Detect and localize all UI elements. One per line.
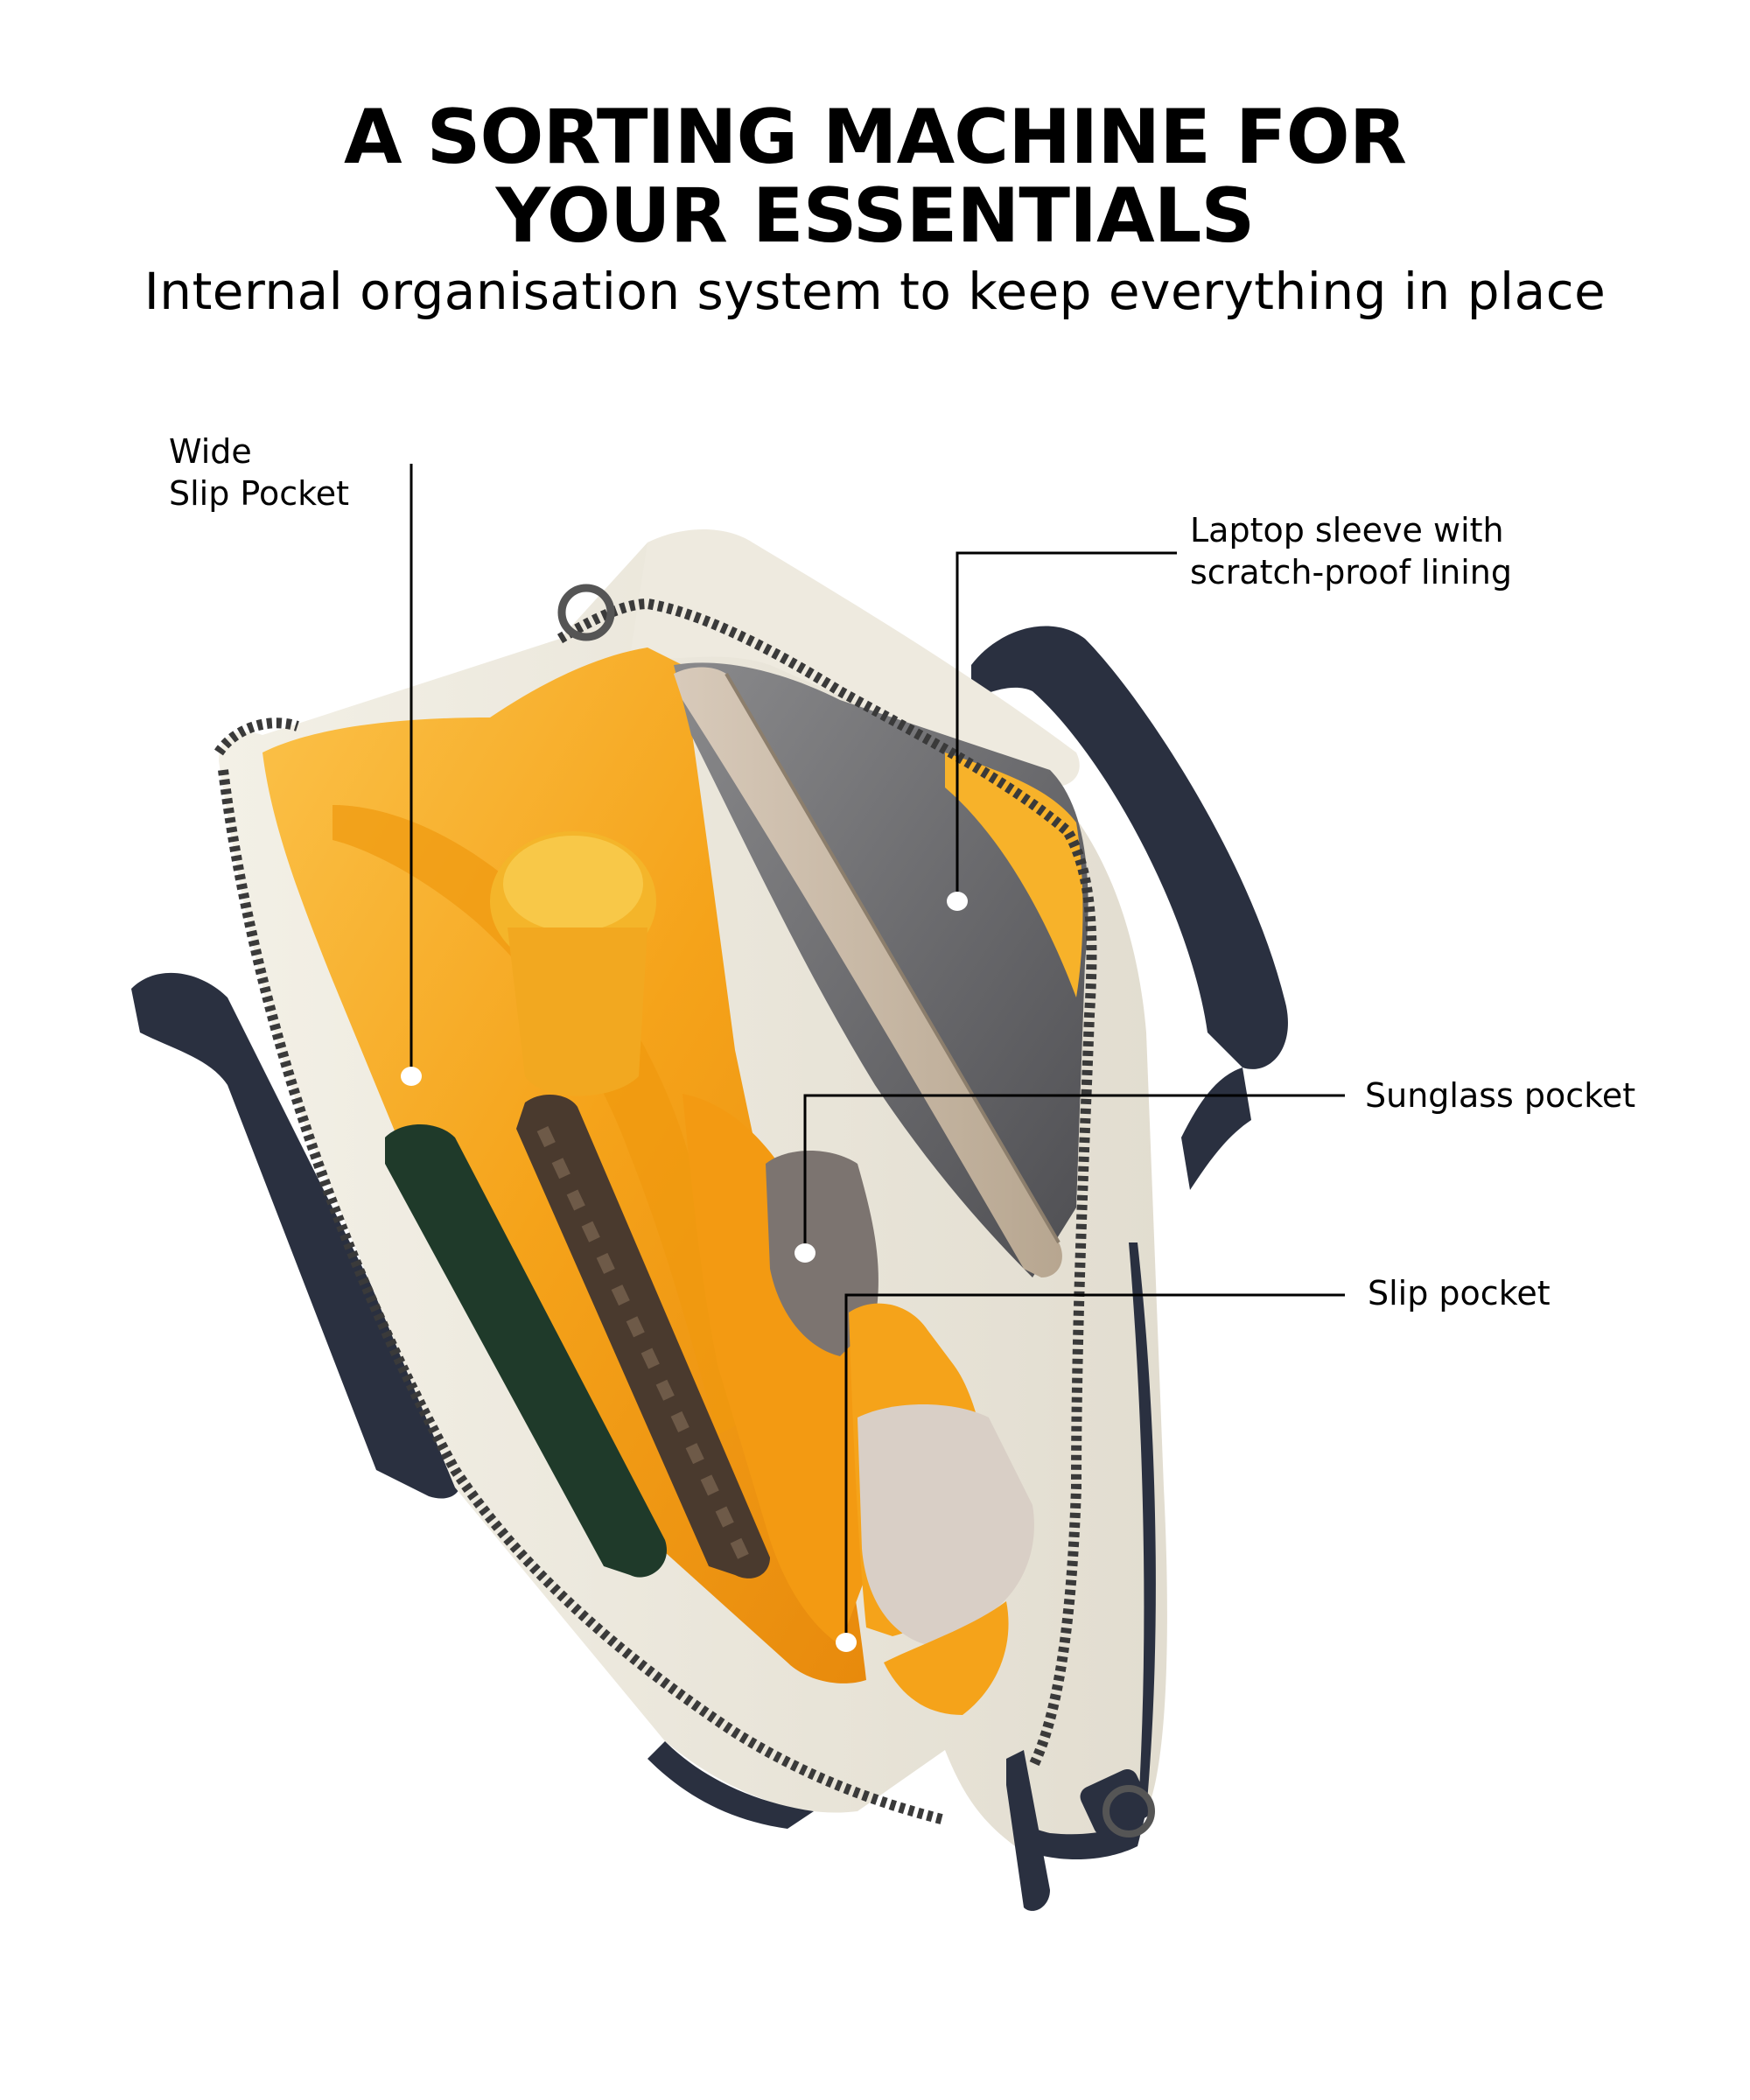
title-line-2: YOUR ESSENTIALS [495,172,1256,260]
callout-line: Slip Pocket [169,474,350,513]
umbrella [385,1124,667,1578]
callout-line: Slip pocket [1368,1274,1550,1312]
callout-line: scratch-proof lining [1190,553,1513,592]
callout-slip-pocket: Slip pocket [1368,1272,1550,1314]
title-line-1: A SORTING MACHINE FOR [343,94,1407,181]
right-handle [971,626,1288,1069]
callout-wide-slip-pocket: Wide Slip Pocket [169,430,349,514]
callout-line: Laptop sleeve with [1190,511,1504,550]
zipper-pull [1006,1750,1050,1911]
page-subtitle: Internal organisation system to keep eve… [144,262,1606,321]
callout-line: Sunglass pocket [1365,1076,1636,1115]
callout-line: Wide [169,432,252,471]
d-ring-side [1102,1785,1155,1838]
left-handle [131,972,463,1499]
callout-laptop-sleeve: Laptop sleeve with scratch-proof lining [1190,509,1512,593]
callout-sunglass-pocket: Sunglass pocket [1365,1074,1635,1116]
d-ring-top [557,584,615,641]
page-title: A SORTING MACHINE FOR YOUR ESSENTIALS [0,98,1750,256]
wallet [516,1094,770,1578]
